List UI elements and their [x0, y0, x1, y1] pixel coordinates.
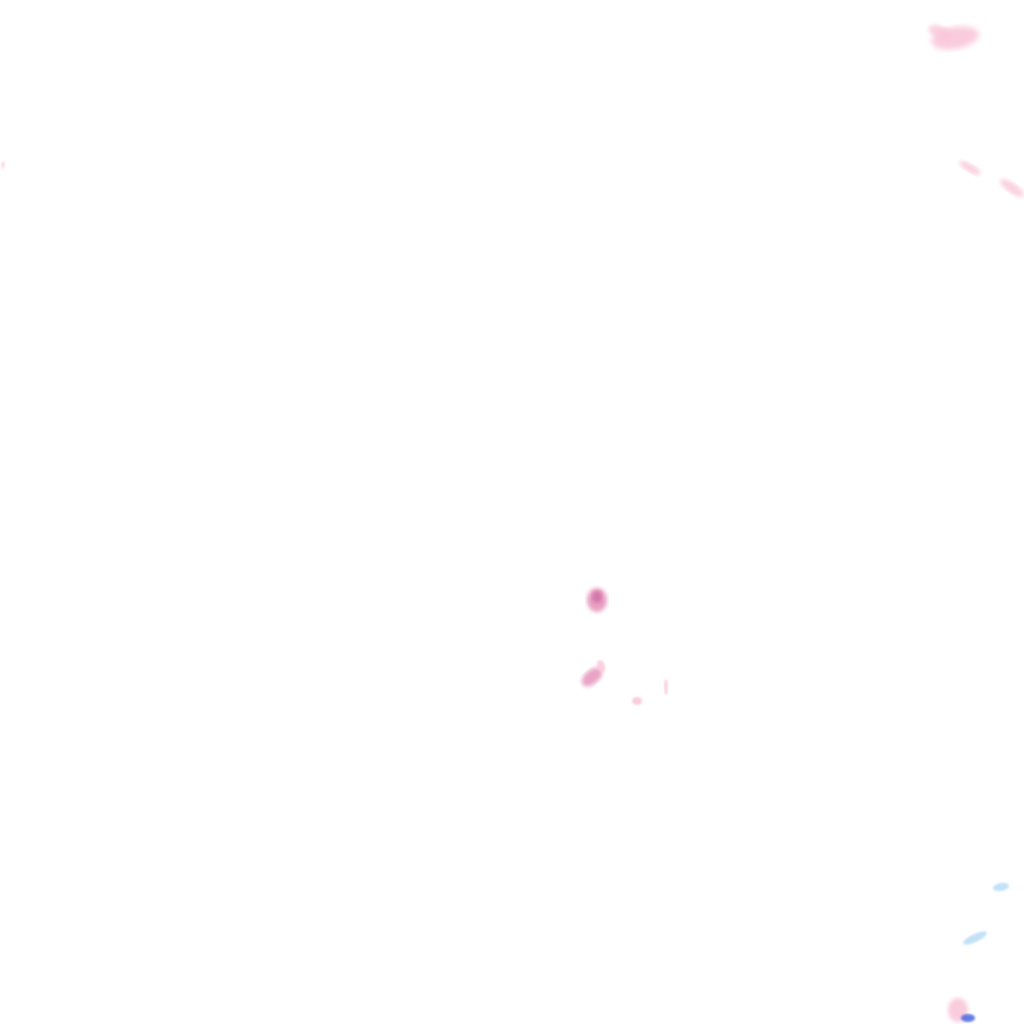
precipitation-cell	[632, 697, 642, 705]
precipitation-cell	[664, 679, 668, 695]
precipitation-cell	[1, 161, 5, 169]
precipitation-cell	[596, 660, 606, 672]
precipitation-cell	[993, 882, 1009, 892]
precipitation-cell	[581, 667, 603, 687]
precipitation-cell	[961, 1014, 975, 1022]
precipitation-cell	[959, 161, 981, 175]
precipitation-cell	[963, 931, 987, 945]
precipitation-cell	[1000, 178, 1024, 198]
precipitation-cell	[928, 25, 952, 39]
precipitation-cell	[592, 591, 602, 603]
